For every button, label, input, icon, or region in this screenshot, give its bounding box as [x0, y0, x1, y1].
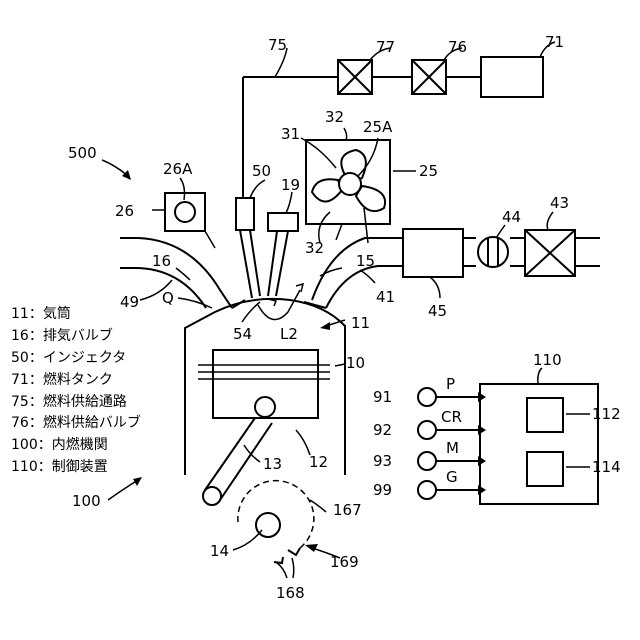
- label-500: 500: [68, 144, 97, 162]
- label-31: 31: [281, 125, 300, 143]
- label-15: 15: [356, 252, 375, 270]
- label-25a: 25A: [363, 118, 393, 136]
- label-93: 93: [373, 452, 392, 470]
- air-cleaner: [525, 230, 575, 276]
- label-77: 77: [376, 38, 395, 56]
- signal-m: M: [446, 439, 459, 457]
- signal-p: P: [446, 375, 455, 393]
- label-19: 19: [281, 176, 300, 194]
- surge-tank: [403, 229, 463, 277]
- label-25: 25: [419, 162, 438, 180]
- reference-labels: 75 77 76 71 32 25A 31 25 500 26A 26 50 1…: [68, 33, 621, 602]
- legend-item: 11：気筒: [11, 305, 71, 322]
- legend-item: 76：燃料供給バルブ: [11, 414, 141, 431]
- label-168: 168: [276, 584, 305, 602]
- label-12: 12: [309, 453, 328, 471]
- label-169: 169: [330, 553, 359, 571]
- label-71: 71: [545, 33, 564, 51]
- device-25: [306, 140, 390, 240]
- legend-item: 50：インジェクタ: [11, 350, 126, 366]
- label-112: 112: [592, 405, 621, 423]
- legend-item: 71：燃料タンク: [11, 371, 113, 388]
- label-l2: L2: [280, 325, 298, 343]
- label-54: 54: [233, 325, 252, 343]
- label-100: 100: [72, 492, 101, 510]
- label-45: 45: [428, 302, 447, 320]
- label-110: 110: [533, 351, 562, 369]
- label-44: 44: [502, 208, 521, 226]
- crankshaft: [238, 481, 314, 563]
- injector: [236, 198, 260, 298]
- label-41: 41: [376, 288, 395, 306]
- unit-112: [527, 398, 563, 432]
- label-167: 167: [333, 501, 362, 519]
- legend-item: 110：制御装置: [11, 459, 108, 475]
- fuel-supply-valve: [412, 60, 446, 94]
- legend-item: 16：排気バルブ: [11, 327, 113, 344]
- label-91: 91: [373, 388, 392, 406]
- unit-114: [527, 452, 563, 486]
- fuel-tank: [481, 57, 543, 97]
- label-26: 26: [115, 202, 134, 220]
- label-76: 76: [448, 38, 467, 56]
- label-49: 49: [120, 293, 139, 311]
- label-13: 13: [263, 455, 282, 473]
- signal-cr: CR: [441, 408, 462, 426]
- label-32-top: 32: [325, 108, 344, 126]
- spark-plug: [268, 213, 298, 296]
- label-11: 11: [351, 314, 370, 332]
- label-92: 92: [373, 421, 392, 439]
- fan-hub: [339, 173, 361, 195]
- throttle-valve: [478, 237, 508, 267]
- label-32-bottom: 32: [305, 239, 324, 257]
- label-75: 75: [268, 36, 287, 54]
- legend-item: 75：燃料供給通路: [11, 393, 127, 410]
- connecting-rod: [203, 418, 272, 505]
- label-14: 14: [210, 542, 229, 560]
- valve-77: [338, 60, 372, 94]
- control-unit: [480, 384, 598, 504]
- label-114: 114: [592, 458, 621, 476]
- label-16: 16: [152, 252, 171, 270]
- label-50: 50: [252, 162, 271, 180]
- legend-item: 100：内燃機関: [11, 436, 108, 453]
- label-10: 10: [346, 354, 365, 372]
- piston: [198, 350, 330, 418]
- piston-pin: [255, 397, 275, 417]
- label-q: Q: [162, 289, 174, 307]
- label-99: 99: [373, 481, 392, 499]
- signal-g: G: [446, 468, 458, 486]
- legend: 11：気筒 16：排気バルブ 50：インジェクタ 71：燃料タンク 75：燃料供…: [11, 305, 141, 475]
- label-26a: 26A: [163, 160, 193, 178]
- label-43: 43: [550, 194, 569, 212]
- sensor-26: [165, 193, 215, 248]
